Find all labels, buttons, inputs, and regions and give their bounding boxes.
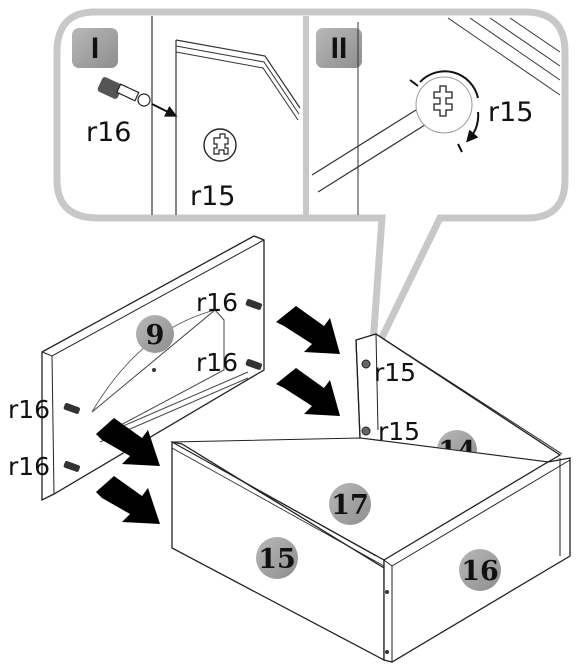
arrow-icon [96,476,160,524]
inset-step-1: I r16 r15 [72,16,301,215]
cam-label: r15 [374,358,416,387]
connector-bolt-icon [63,461,80,472]
step-badge-1 [72,28,118,68]
connector-label: r16 [8,452,50,481]
connector-bolt-icon [97,77,178,117]
step-badge-2 [316,28,362,68]
connector-bolts [63,299,262,472]
connector-bolt-icon [245,359,262,370]
side-panel-right: 16 [383,457,571,663]
part-badge-17 [329,483,371,525]
cam-hole-icon [203,128,237,162]
cam-rotate-label: r15 [488,97,533,128]
cam-lock-icon [409,70,480,153]
cam-label: r15 [190,181,235,212]
part-number-17: 17 [331,490,369,521]
part-number-16: 16 [461,556,499,587]
arrow-icon [276,368,340,416]
step-label-1: I [91,32,99,65]
part-badge-9 [136,315,174,353]
step-label-2: II [331,32,348,65]
part-number-9: 9 [146,320,165,351]
connector-label: r16 [196,348,238,377]
connector-bolt-icon [245,299,262,310]
connector-label: r16 [86,117,131,148]
part-badge-16 [459,549,501,591]
arrow-icon [96,418,160,466]
inset-step-2: II r15 [311,17,561,215]
arrow-icon [276,306,340,354]
cam-label: r15 [378,417,420,446]
part-badge-15 [256,537,298,579]
connector-label: r16 [8,395,50,424]
connector-label: r16 [196,288,238,317]
part-number-15: 15 [258,544,296,575]
connector-bolt-icon [63,403,80,414]
assembly-arrows [96,306,340,524]
